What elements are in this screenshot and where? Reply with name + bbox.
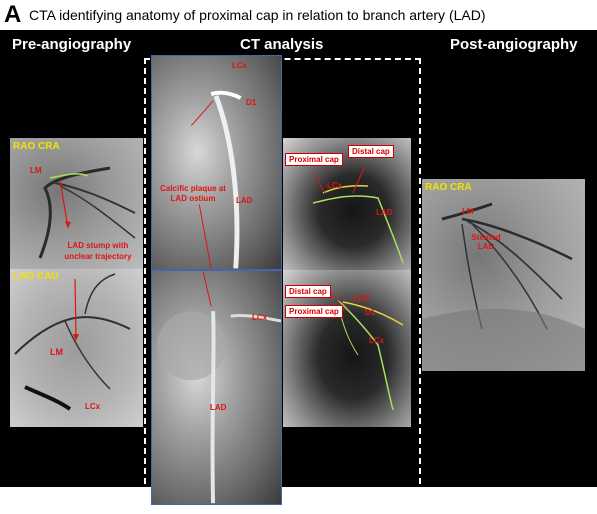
pre-angio-rao-cra-image: RAO CRA LM <box>10 138 143 270</box>
panel-letter: A <box>4 1 22 28</box>
view-label: RAO CRA <box>425 182 472 193</box>
ct-mpr-top-image: LCx D1 LAD Calcific plaque at LAD ostium <box>151 55 282 270</box>
ct-volume-render-top-image: Proximal cap Distal cap LCx LAD <box>283 138 411 270</box>
figure-title: CTA identifying anatomy of proximal cap … <box>29 7 486 23</box>
lcx-label: LCx <box>85 402 101 411</box>
angiogram-vessels <box>38 166 136 259</box>
figure-header: A CTA identifying anatomy of proximal ca… <box>0 0 597 30</box>
ct-mpr-bottom-image: LCx LAD <box>151 270 282 505</box>
proximal-cap-label: Proximal cap <box>285 305 343 318</box>
lcx-label: LCx <box>327 181 343 190</box>
lad-label: LAD <box>353 294 370 303</box>
lad-label: LAD <box>210 403 227 412</box>
pre-angio-lao-cau-image: LAO CAU LM LCx <box>10 269 143 427</box>
figure-body: Pre-angiography CT analysis Post-angiogr… <box>0 30 597 514</box>
lcx-label: LCx <box>369 336 385 345</box>
mpr-vessel <box>156 271 281 504</box>
d1-label: D1 <box>246 98 257 107</box>
lad-label: LAD <box>376 208 393 217</box>
view-label: LAO CAU <box>13 271 59 282</box>
stented-lad-label: Stented LAD <box>471 233 501 251</box>
angiogram-vessels <box>422 202 585 371</box>
mpr-vessel <box>191 90 242 269</box>
d1-label: D1 <box>365 308 376 317</box>
angiogram-vessels <box>14 273 131 411</box>
lm-label: LM <box>50 347 63 357</box>
lcx-label: LCx <box>252 313 268 322</box>
proximal-cap-label: Proximal cap <box>285 153 343 166</box>
lad-label: LAD <box>236 196 253 205</box>
section-title-ct-analysis: CT analysis <box>240 36 324 53</box>
lm-label: LM <box>30 166 42 175</box>
distal-cap-label: Distal cap <box>348 145 394 158</box>
lm-label: LM <box>462 207 474 216</box>
section-title-post-angiography: Post-angiography <box>450 36 578 53</box>
section-title-pre-angiography: Pre-angiography <box>12 36 132 53</box>
post-angio-rao-cra-image: RAO CRA LM Stented LAD <box>422 179 585 371</box>
vr-vessels <box>312 165 404 264</box>
view-label: RAO CRA <box>13 141 60 152</box>
lad-stump-annotation: LAD stump with unclear trajectory <box>64 241 132 261</box>
distal-cap-label: Distal cap <box>285 285 331 298</box>
calcific-plaque-annotation: Calcific plaque at LAD ostium <box>160 184 226 203</box>
ct-volume-render-bottom-image: Distal cap Proximal cap LAD D1 LCx <box>283 270 411 427</box>
lcx-label: LCx <box>232 61 248 70</box>
